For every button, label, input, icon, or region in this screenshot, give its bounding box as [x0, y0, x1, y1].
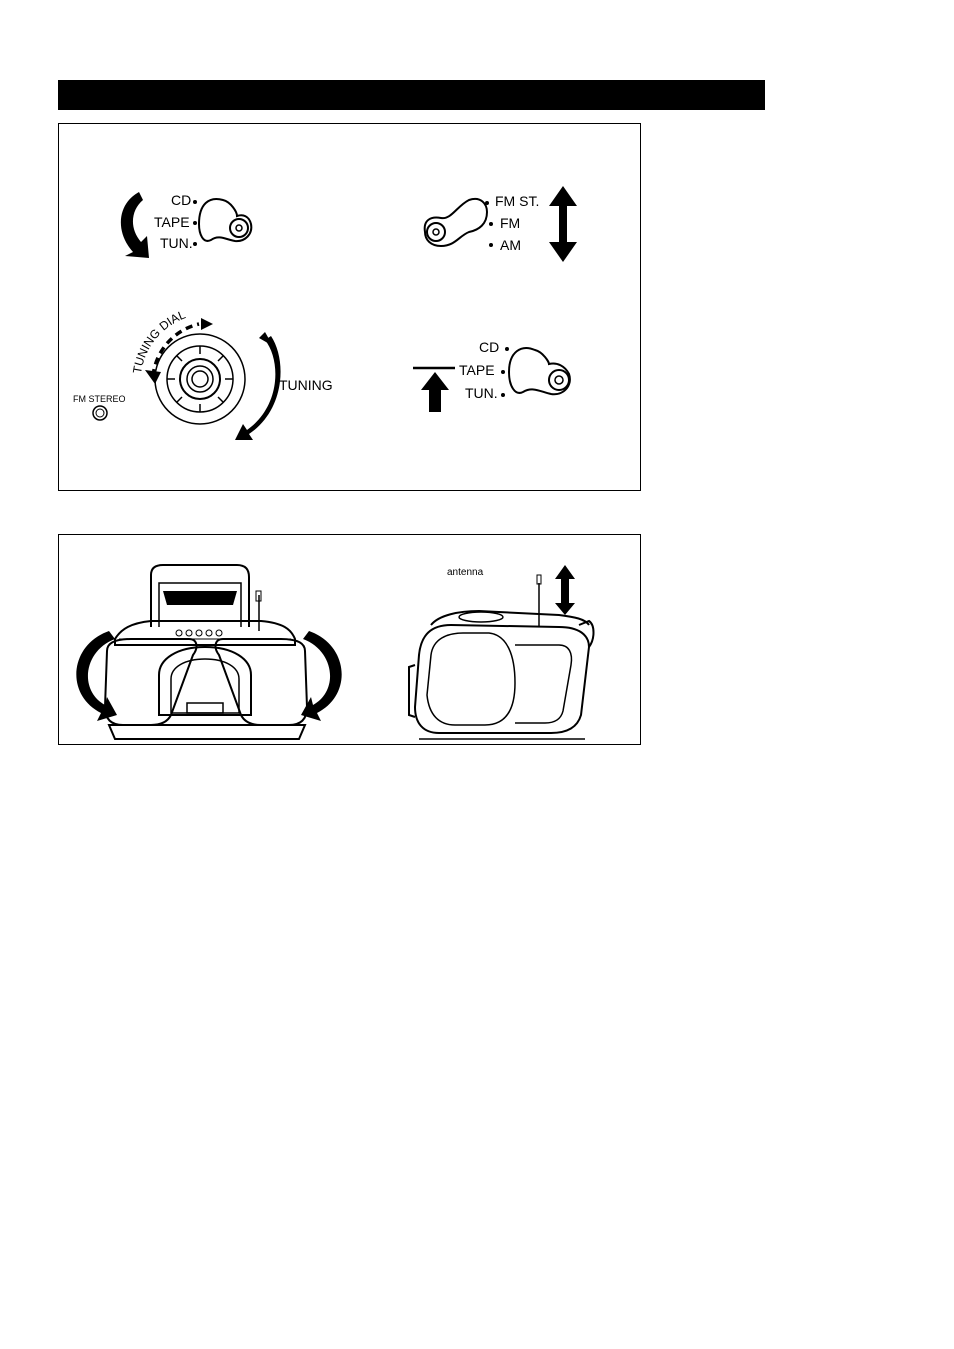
tuning-knob-icon [154, 333, 246, 425]
switch-lever-icon [507, 347, 571, 396]
tuning-label: TUNING [279, 377, 333, 393]
function-switch-diagram: CD TAPE TUN. [120, 192, 253, 258]
function-label-tun: TUN. [465, 385, 498, 401]
section-header-bar [58, 80, 765, 110]
fm-stereo-indicator-icon [92, 405, 108, 421]
function-label-tape: TAPE [154, 214, 190, 230]
function-switch-tuner-diagram: CD TAPE TUN. [413, 339, 571, 412]
switch-lever-icon [197, 198, 253, 243]
band-label-fm-st: FM ST. [495, 193, 539, 209]
boombox-front-view [76, 564, 342, 740]
dial-right-arrow-icon [201, 318, 213, 330]
dial-left-arrow-icon [145, 370, 161, 384]
band-label-fm: FM [500, 215, 520, 231]
rotate-left-arrow-icon [76, 631, 117, 721]
boombox-side-view: antenna [408, 565, 595, 740]
rotate-down-arrow-icon [120, 192, 149, 258]
function-label-tun: TUN. [160, 235, 193, 251]
antenna-label: antenna [447, 567, 484, 578]
function-label-cd: CD [479, 339, 499, 355]
fm-stereo-label: FM STEREO [73, 394, 126, 404]
tuning-rotate-arrow-icon [235, 336, 281, 440]
switch-lever-icon [423, 198, 489, 248]
tuning-dial-label: TUNING DIAL [130, 307, 188, 374]
function-label-cd: CD [171, 192, 191, 208]
radio-operation-panel: CD TAPE TUN. FM ST. FM AM TUNING [58, 123, 641, 491]
antenna-up-down-arrow-icon [555, 565, 575, 615]
band-switch-diagram: FM ST. FM AM [423, 186, 577, 262]
up-down-arrow-icon [549, 186, 577, 262]
up-arrow-icon [421, 372, 449, 412]
function-label-tape: TAPE [459, 362, 495, 378]
band-label-am: AM [500, 237, 521, 253]
tuning-dial-diagram: TUNING DIAL TUNING FM STEREO [73, 307, 333, 440]
boombox-panel: antenna [58, 534, 641, 745]
rotate-right-arrow-icon [301, 631, 342, 721]
